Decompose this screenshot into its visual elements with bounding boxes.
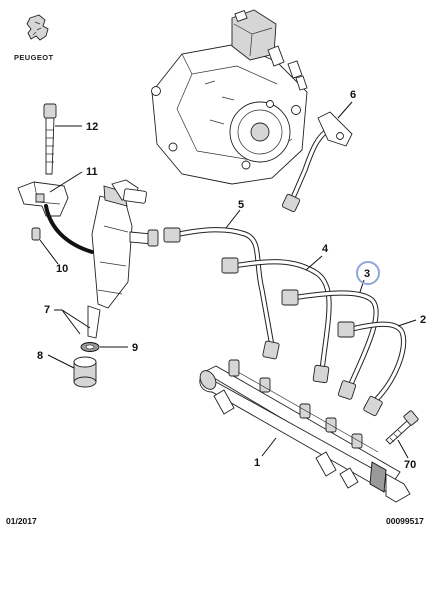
callout-9: 9 — [132, 342, 138, 354]
fuel-pipe-5 — [163, 227, 280, 360]
fuel-pipe-6 — [281, 111, 353, 213]
fuel-pipe-3 — [281, 289, 379, 400]
callout-70: 70 — [404, 459, 416, 471]
fuel-injector — [87, 179, 159, 339]
callout-6: 6 — [350, 89, 356, 101]
callout-2: 2 — [420, 314, 426, 326]
callout-11: 11 — [86, 166, 98, 178]
footer-date: 01/2017 — [6, 516, 37, 526]
leader-lines — [39, 101, 417, 459]
callout-5: 5 — [238, 199, 244, 211]
peugeot-lion-icon — [26, 14, 49, 41]
injector-sleeve-8 — [73, 356, 97, 388]
high-pressure-pump — [151, 9, 308, 185]
footer-reference: 00099517 — [386, 516, 424, 526]
callout-8: 8 — [37, 350, 43, 362]
fuel-pipe-4 — [221, 257, 332, 384]
callout-7: 7 — [44, 304, 50, 316]
clamp-bolt-12 — [43, 103, 57, 175]
injector-clamp-11 — [17, 181, 69, 217]
fuel-pipe-2 — [337, 321, 407, 417]
callout-3: 3 — [364, 268, 370, 280]
clip-10 — [31, 204, 94, 254]
rail-bolt-70 — [385, 410, 419, 445]
callout-4: 4 — [322, 243, 329, 255]
callout-highlight — [356, 261, 380, 285]
brand-name: PEUGEOT — [14, 53, 53, 62]
copper-washer-9 — [80, 342, 100, 352]
callout-1: 1 — [254, 457, 260, 469]
callout-12: 12 — [86, 121, 98, 133]
callout-10: 10 — [56, 263, 68, 275]
common-rail — [199, 359, 411, 503]
